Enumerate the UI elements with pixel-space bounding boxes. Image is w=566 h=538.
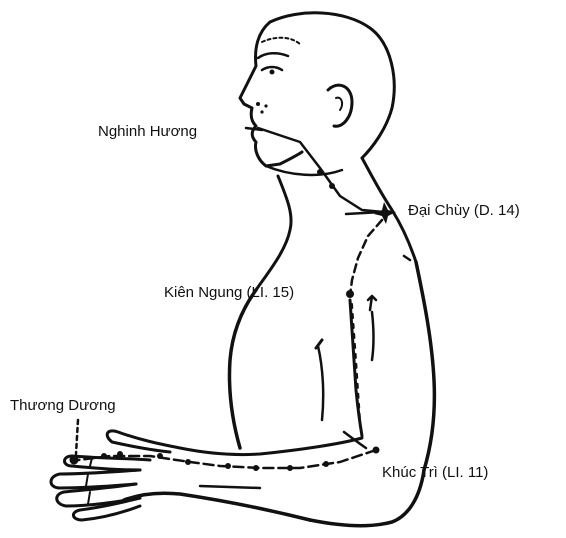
meridian-shoulder xyxy=(350,220,382,296)
meridian-point xyxy=(253,465,259,471)
meridian-point xyxy=(157,453,163,459)
eyebrow xyxy=(258,53,288,58)
finger-bottom xyxy=(73,498,140,520)
meridian-point xyxy=(317,169,323,175)
thuong-duong-leader xyxy=(76,420,78,454)
meridian-point xyxy=(287,465,293,471)
arm-arrow xyxy=(368,296,376,310)
khuc-tri-point xyxy=(373,447,380,454)
label-dai-chuy: Đại Chùy (D. 14) xyxy=(408,203,520,218)
forearm-top xyxy=(180,438,362,455)
label-nghinh-huong: Nghinh Hương xyxy=(98,124,197,139)
meridian-point xyxy=(225,463,231,469)
kien-ngung-point xyxy=(346,290,354,298)
nose-dot xyxy=(256,102,260,106)
ear-inner xyxy=(336,98,342,110)
label-kien-ngung: Kiên Ngung (LI. 15) xyxy=(164,285,294,300)
thumb xyxy=(107,431,180,452)
arm-inner-line xyxy=(372,312,374,360)
back-contour xyxy=(416,262,434,470)
label-thuong-duong: Thương Dương xyxy=(10,398,116,413)
meridian-point xyxy=(185,459,191,465)
nose-dot xyxy=(264,104,267,107)
meridian-point xyxy=(117,451,123,457)
label-khuc-tri: Khúc Trì (LI. 11) xyxy=(382,465,488,480)
eye-pupil xyxy=(270,70,274,74)
chest-contour xyxy=(229,290,256,448)
jaw-line xyxy=(266,166,342,175)
ear xyxy=(328,85,352,126)
hairline xyxy=(262,38,300,44)
meridian-point xyxy=(323,461,329,467)
neck-front xyxy=(256,176,291,290)
knuckle-marks xyxy=(86,458,92,504)
meridian-point xyxy=(329,183,335,189)
nose-dot xyxy=(260,110,263,113)
forearm-bottom xyxy=(124,493,310,520)
wrist-line xyxy=(200,486,260,488)
back-dash xyxy=(404,256,410,260)
face-profile xyxy=(240,22,302,166)
chest-line xyxy=(318,346,323,420)
thuong-duong-point xyxy=(70,456,79,465)
